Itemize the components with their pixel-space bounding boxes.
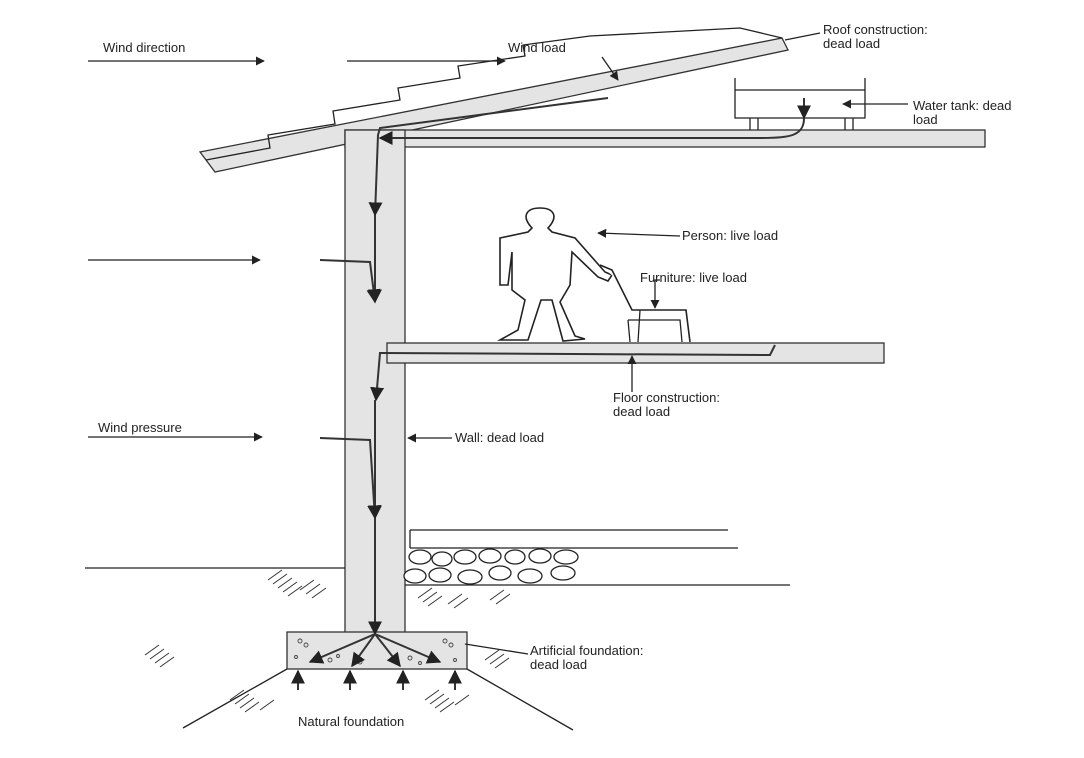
natural-foundation-slopes — [182, 668, 574, 731]
water-tank-label-line1: Water tank: dead — [913, 98, 1012, 113]
wind-pressure-label: Wind pressure — [98, 420, 182, 435]
natural-foundation-label: Natural foundation — [298, 714, 404, 729]
water-tank-label-line2: load — [913, 112, 938, 127]
foundation-load-spread — [308, 633, 442, 668]
floor-label-line1: Floor construction: — [613, 390, 720, 405]
load-path-lines — [319, 97, 811, 636]
roof-label-line2: dead load — [823, 36, 880, 51]
person-leader — [597, 228, 681, 238]
foundation-leader — [464, 643, 529, 655]
gravel — [403, 548, 579, 585]
roof-leader — [784, 32, 821, 41]
person-label: Person: live load — [682, 228, 778, 243]
chair — [599, 264, 691, 343]
roof-shingle-line — [205, 27, 783, 161]
foundation-label-line2: dead load — [530, 657, 587, 672]
foundation-aggregate — [294, 638, 457, 665]
furniture-leader — [650, 279, 660, 309]
roof — [198, 37, 789, 173]
ground-slab — [409, 529, 738, 549]
soil-hatching — [144, 569, 511, 713]
water-tank-path — [378, 117, 805, 145]
wall-label: Wall: dead load — [455, 430, 544, 445]
roof-label-line1: Roof construction: — [823, 22, 928, 37]
person-figure — [496, 207, 614, 342]
ground-reaction-arrows — [291, 669, 462, 690]
furniture-label: Furniture: live load — [640, 270, 747, 285]
wind-load-arrow — [601, 56, 619, 81]
wind-direction-label: Wind direction — [103, 40, 185, 55]
floor-label-line2: dead load — [613, 404, 670, 419]
wind-load-label: Wind load — [508, 40, 566, 55]
foundation-label-line1: Artificial foundation: — [530, 643, 643, 658]
